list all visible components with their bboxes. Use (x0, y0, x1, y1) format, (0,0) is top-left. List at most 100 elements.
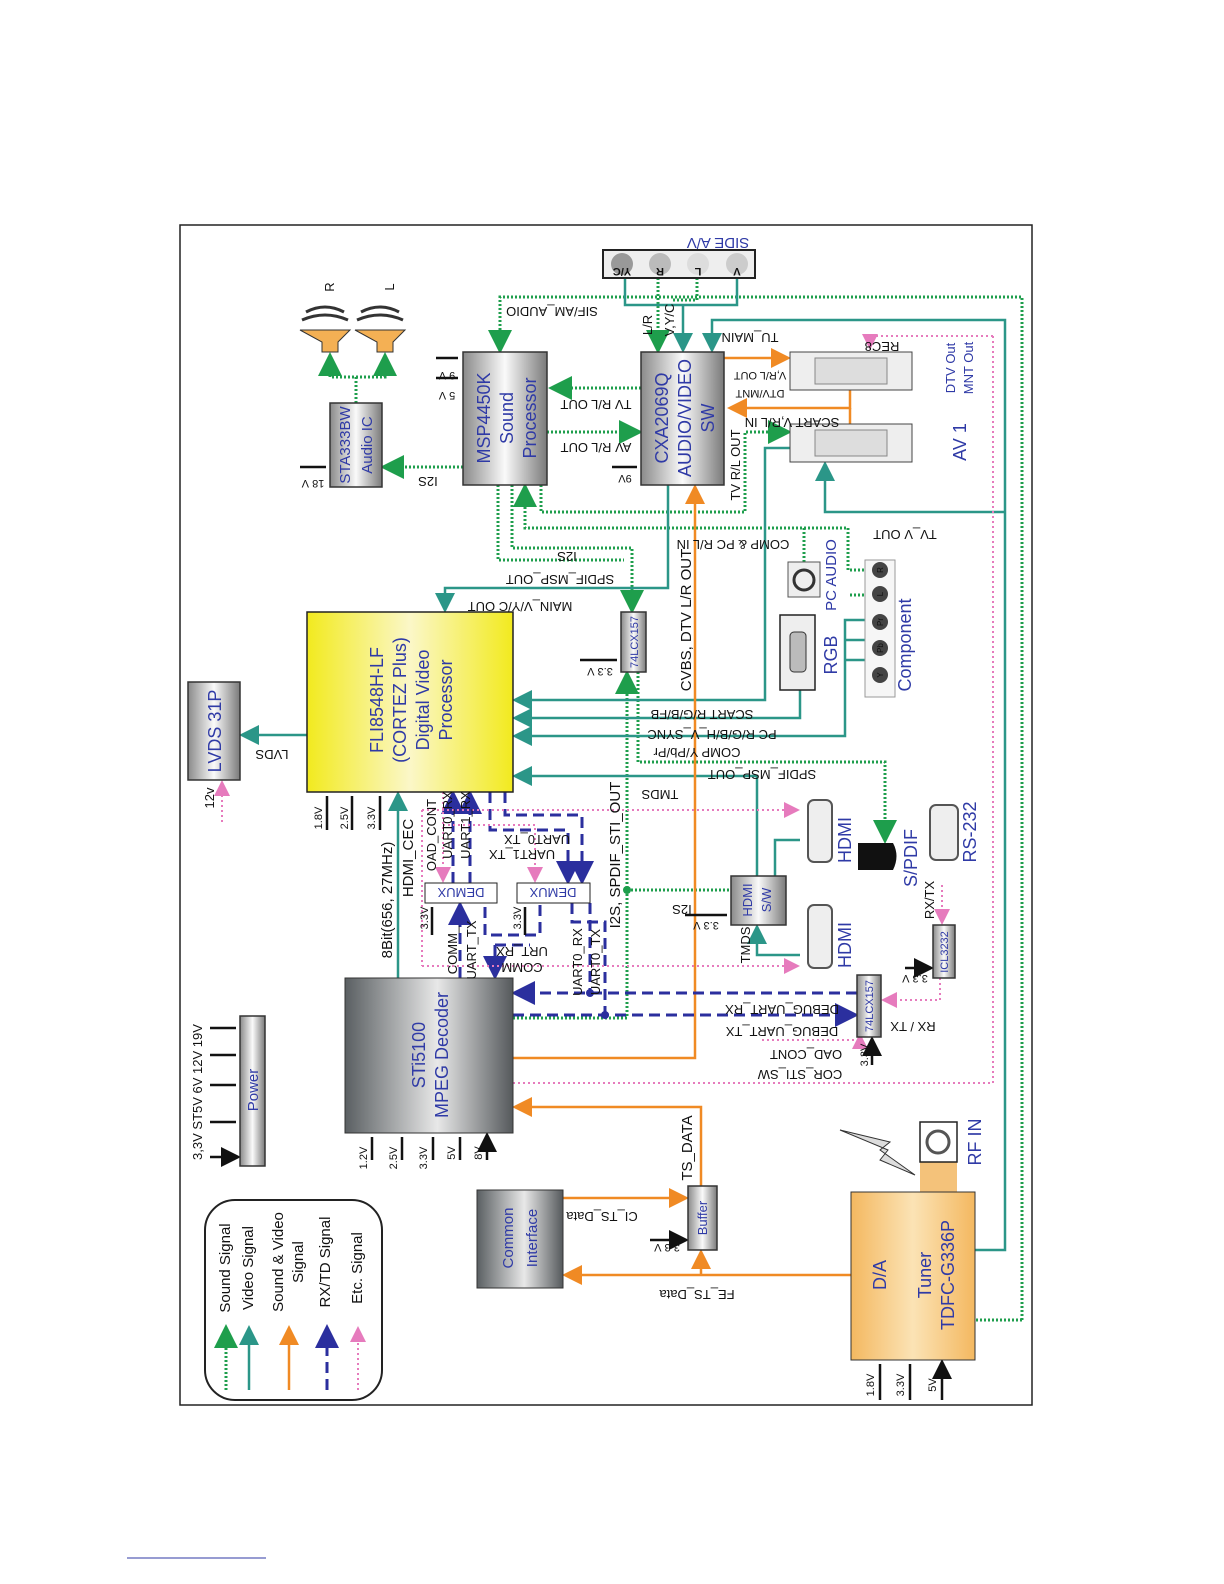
video-signal-lines (239, 278, 1007, 1252)
component-connector: Y Pb Pr L R Component (864, 559, 915, 698)
diagram-label: Processor (520, 377, 540, 458)
diagram-label: Y/C (613, 265, 631, 277)
tuner-block: D/A Tuner TDFC-G336P (850, 1160, 976, 1361)
diagram-label: S/W (759, 887, 774, 912)
scart-av1-connector: AV 1 (789, 423, 970, 463)
diagram-label: Processor (436, 659, 456, 740)
diagram-label: TMDS (641, 787, 678, 802)
diagram-label: R (876, 567, 885, 573)
diagram-label: UART0_RX (440, 791, 455, 859)
sti5100-block: STi5100 MPEG Decoder (344, 977, 514, 1134)
diagram-label: L (694, 265, 701, 277)
diagram-label: V (733, 265, 741, 277)
side-av-connector: Y/C R L V SIDE A/V (602, 234, 756, 279)
diagram-label: 3.3V (418, 1146, 430, 1169)
spdif-connector: S/PDIF (858, 829, 921, 887)
diagram-label: TDFC-G336P (938, 1220, 958, 1330)
diagram-label: D/A (870, 1260, 890, 1290)
sound-signal-lines (318, 278, 1024, 1322)
diagram-label: 1.8V (313, 806, 325, 829)
diagram-label: COMP Y/Pb/Pr (653, 745, 741, 760)
legend-etc: Etc. Signal (349, 1232, 366, 1304)
diagram-label: I2S (418, 474, 438, 489)
diagram-label: FLI8548H-LF (367, 647, 387, 753)
diagram-label: FE_TS_Data (659, 1287, 735, 1302)
diagram-label: TV_V OUT (873, 527, 937, 542)
diagram-label: 5 V (438, 389, 455, 401)
diagram-label: HDMI (835, 922, 855, 968)
diagram-label: RX / TX (890, 1019, 936, 1034)
speaker-l-label: L (382, 283, 397, 290)
diagram-label: L/R (640, 315, 655, 335)
diagram-label: 18 V (301, 477, 324, 489)
diagram-label: 3.3 V (901, 972, 927, 984)
diagram-label: R (656, 265, 664, 277)
diagram-label: Power (245, 1069, 262, 1112)
diagram-label: CVBS, DTV L/R OUT (678, 549, 695, 692)
diagram-label: 74LCX157 (864, 980, 876, 1032)
diagram-label: SPDIF_MSP_OUT (708, 767, 816, 782)
diagram-label: 9 V (438, 369, 455, 381)
diagram-label: 2.5V (339, 806, 351, 829)
diagram-label: MAIN_V/Y/C OUT (468, 599, 573, 614)
cxa2069q-block: CXA2069Q AUDIO/VIDEO SW (640, 351, 725, 486)
diagram-label: Signal (290, 1241, 307, 1283)
icl3232-block: ICL3232 (932, 924, 956, 979)
diagram-label: Audio IC (359, 416, 376, 474)
diagram-label: DEBUG_UART_RX (725, 1002, 839, 1017)
diagram-label: (CORTEZ Plus) (390, 637, 410, 763)
diagram-label: SIF/AM_AUDIO (506, 304, 598, 319)
diagram-label: AV R/L OUT (561, 440, 632, 455)
voltage-labels: 18 V 9 V 5 V 9V 3.3 V 12v 1.8V 2.5V 3.3V… (190, 369, 939, 1396)
diagram-label: LVDS (255, 747, 288, 762)
diagram-label: 3.3 V (692, 919, 718, 931)
legend: Sound Signal Video Signal Sound & Video … (204, 1199, 383, 1401)
hdmi-switch-block: HDMI S/W (730, 875, 787, 926)
diagram-label: Y (876, 672, 885, 678)
legend-sound: Sound Signal (217, 1223, 234, 1312)
hdmi-connector-1: HDMI (807, 799, 855, 863)
diagram-label: 3.3V (366, 806, 378, 829)
diagram-label: Sound (497, 392, 517, 444)
diagram-label: PC R/G/B/H_V_SYNC (647, 727, 776, 742)
diagram-label: 3,3V ST5V 6V 12V 19V (190, 1024, 205, 1160)
demux-2-block: DEMUX (516, 882, 591, 904)
rxtd-signal-lines (441, 790, 859, 1027)
diagram-label: 8V (473, 1146, 485, 1160)
diagram-label: RS-232 (960, 801, 980, 862)
diagram-label: 8Bit(656, 27MHz) (379, 842, 396, 959)
hdmi-connector-2: HDMI (807, 904, 855, 969)
diagram-label: HDMI (835, 817, 855, 863)
diagram-label: V,R/L OUT (734, 369, 787, 381)
diagram-label: TMDS (738, 926, 753, 963)
diagram-label: LVDS 31P (205, 690, 225, 773)
demux-1-block: DEMUX (424, 882, 498, 904)
speaker-r-label: R (322, 282, 337, 291)
diagram-label: STA333BW (337, 406, 354, 484)
msp4450k-block: MSP4450K Sound Processor (462, 351, 548, 486)
diagram-label: 5V (927, 1378, 939, 1392)
diagram-label: Digital Video (413, 650, 433, 751)
diagram-label: PC AUDIO (823, 539, 840, 611)
diagram-label: SPDIF_MSP_OUT (506, 572, 614, 587)
sound-video-lines (512, 348, 852, 1285)
diagram-label: TV R/L OUT (560, 397, 631, 412)
sta333bw-block: STA333BW Audio IC (329, 402, 383, 488)
diagram-label: Tuner (915, 1252, 935, 1298)
diagram-label: DEMUX (529, 885, 576, 900)
74lcx157-bottom-block: 74LCX157 (856, 974, 882, 1038)
diagram-label: 3.3 V (586, 665, 612, 677)
legend-rxtd: RX/TD Signal (317, 1217, 334, 1308)
diagram-label: OAD_CONT (424, 799, 439, 871)
diagram-label: AV 1 (950, 423, 970, 461)
diagram-label: I2S (557, 549, 577, 564)
diagram-label: Component (895, 598, 915, 691)
diagram-label: CXA2069Q (652, 372, 672, 463)
diagram-label: DTV/MNT (735, 387, 784, 399)
diagram-label: 12v (202, 787, 217, 808)
lvds-block: LVDS 31P (187, 681, 241, 781)
74lcx157-top-block: 74LCX157 (620, 611, 647, 673)
signal-labels: L/R V,Y/C TV R/L OUT CVBS, DTV L/R OUT 8… (379, 304, 937, 1181)
diagram-label: COMP & PC R/L IN (677, 537, 790, 552)
diagram-label: I2S, SPDIF_STI_OUT (607, 782, 624, 929)
